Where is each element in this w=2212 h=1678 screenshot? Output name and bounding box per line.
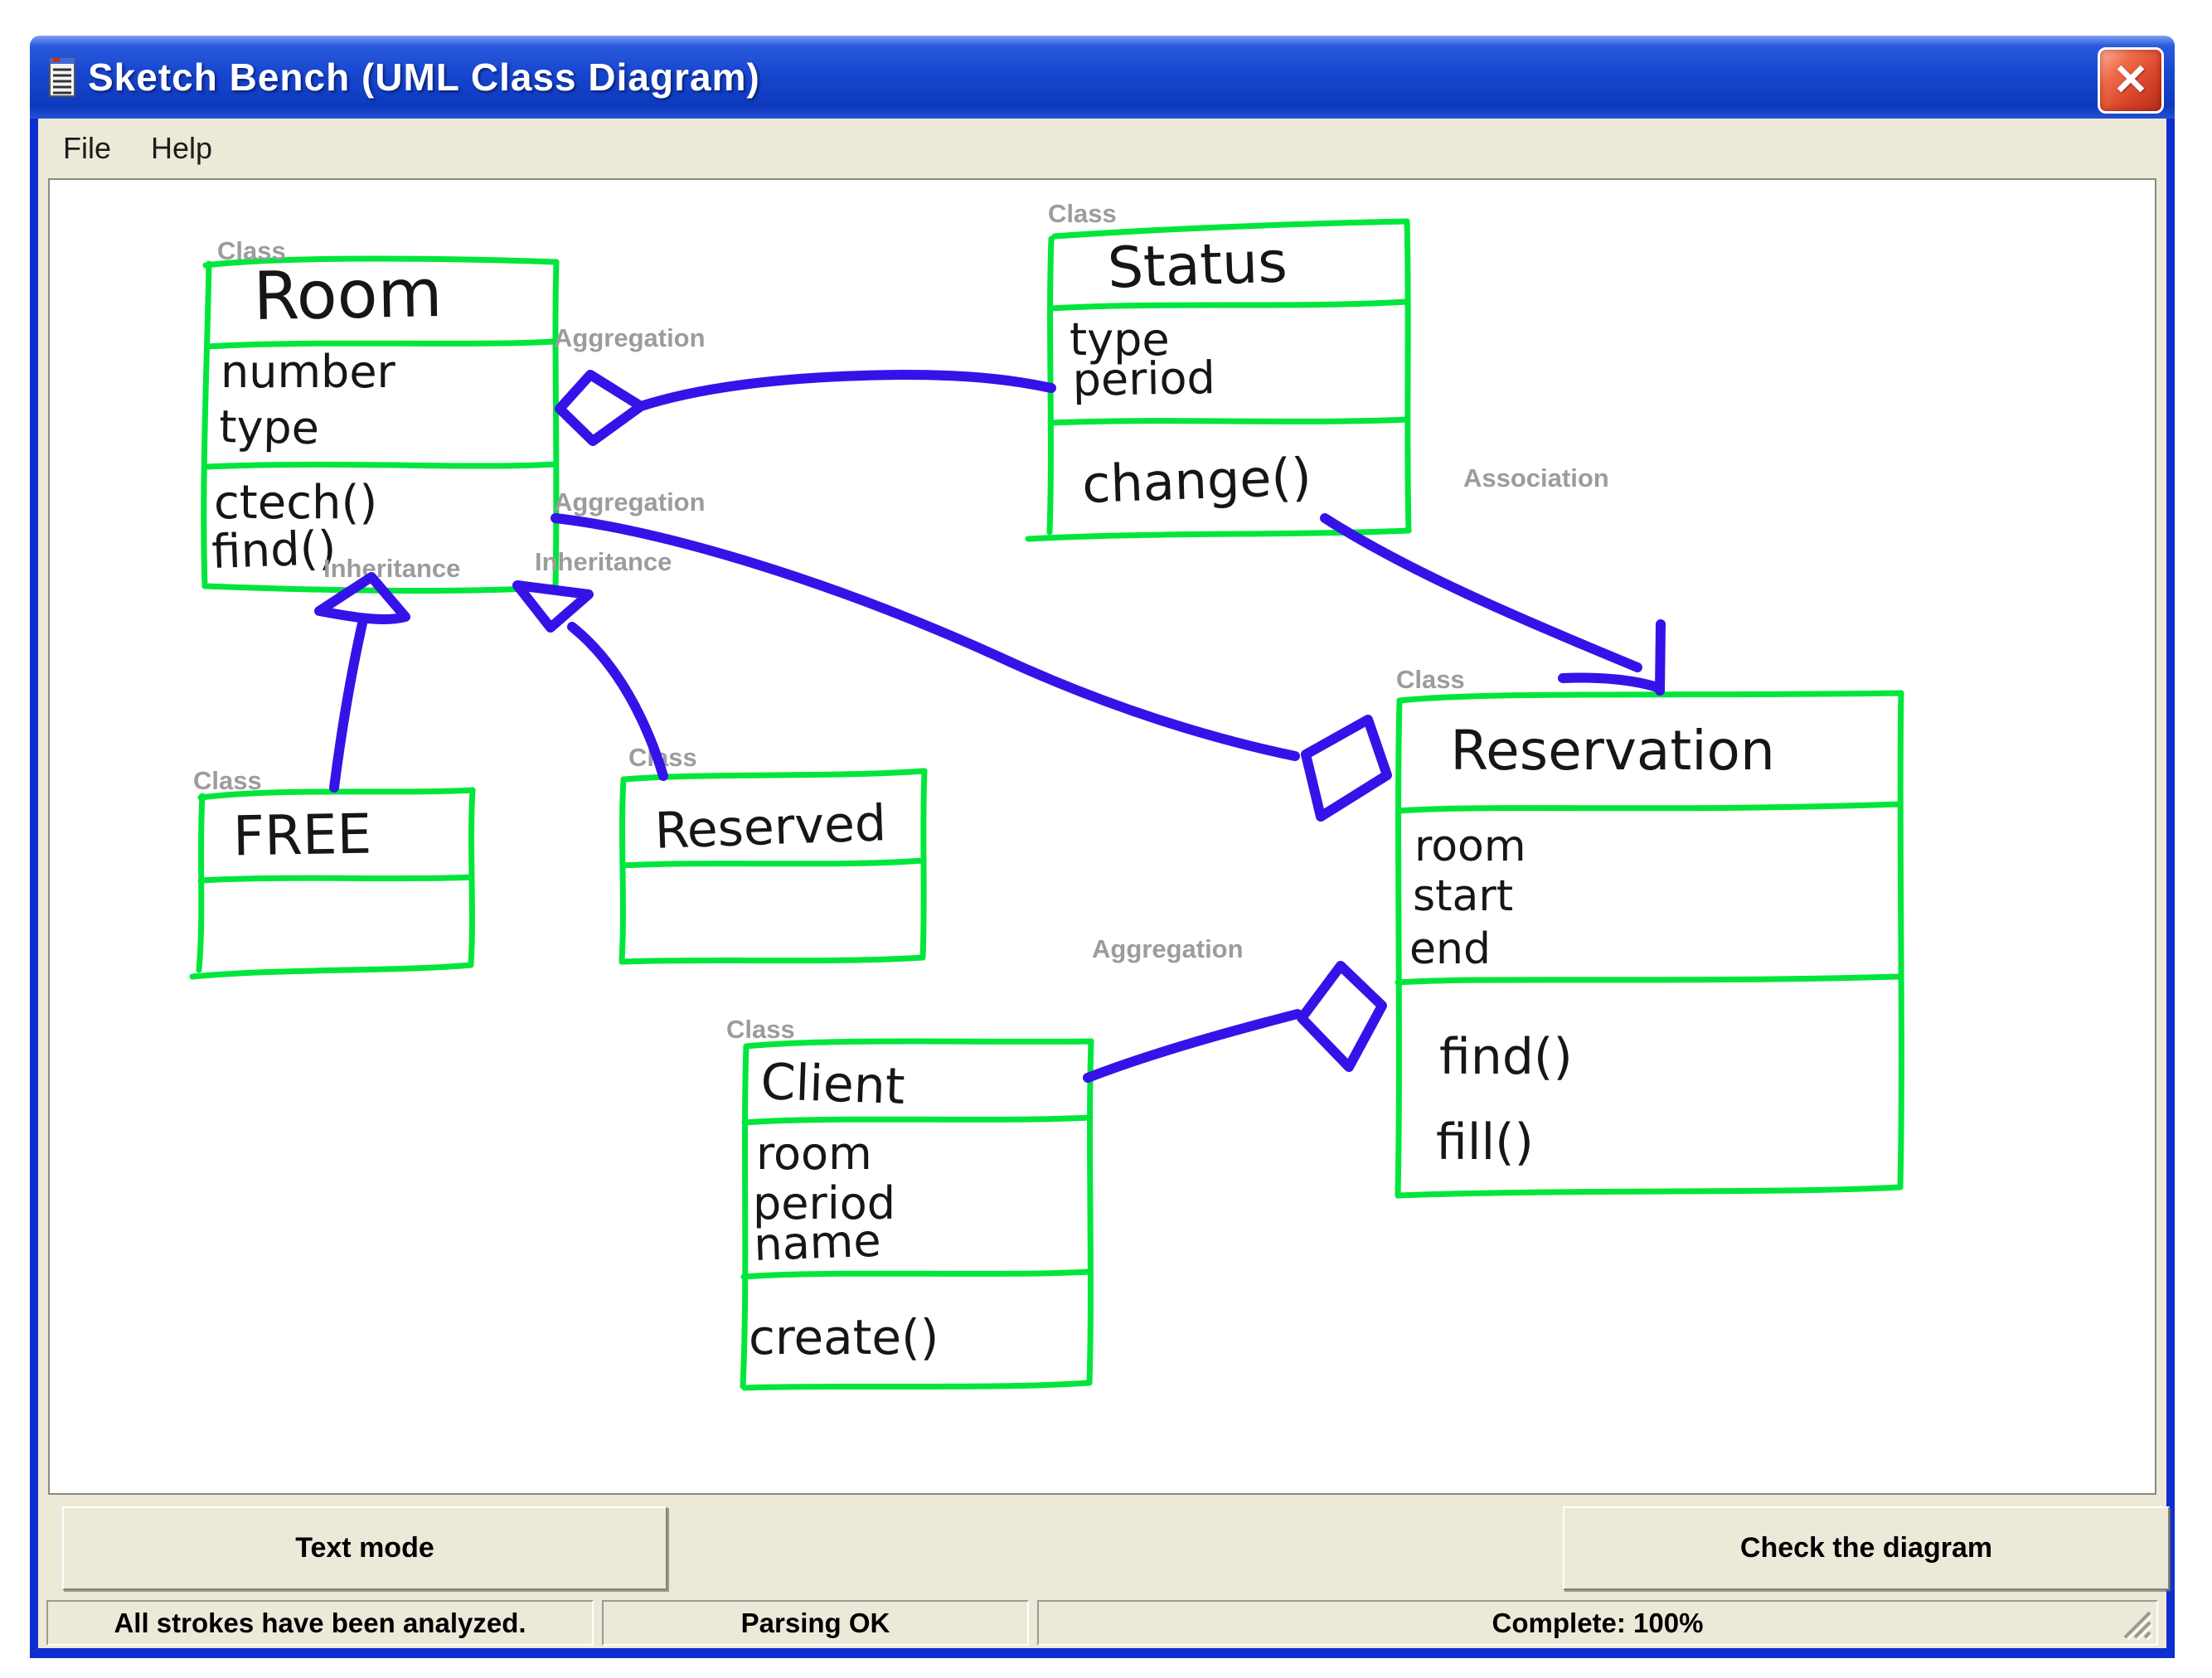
statusbar: All strokes have been analyzed. Parsing … bbox=[46, 1600, 2158, 1646]
close-icon: ✕ bbox=[2113, 56, 2149, 104]
titlebar[interactable]: Sketch Bench (UML Class Diagram) ✕ bbox=[30, 36, 2175, 119]
check-diagram-button[interactable]: Check the diagram bbox=[1563, 1506, 2170, 1590]
status-complete-text: Complete: 100% bbox=[1492, 1607, 1704, 1638]
notepad-icon bbox=[49, 57, 75, 97]
text-mode-button[interactable]: Text mode bbox=[62, 1506, 667, 1590]
status-complete: Complete: 100% bbox=[1037, 1600, 2158, 1646]
sketch-canvas[interactable] bbox=[48, 178, 2156, 1495]
app-window: Sketch Bench (UML Class Diagram) ✕ File … bbox=[30, 36, 2175, 1658]
resize-grip-icon[interactable] bbox=[2117, 1604, 2155, 1642]
menubar: File Help bbox=[38, 119, 2166, 178]
menu-item-help[interactable]: Help bbox=[151, 131, 213, 165]
close-button[interactable]: ✕ bbox=[2098, 47, 2164, 114]
menu-item-file[interactable]: File bbox=[63, 131, 112, 165]
window-title: Sketch Bench (UML Class Diagram) bbox=[88, 56, 760, 99]
status-parsing: Parsing OK bbox=[602, 1600, 1029, 1646]
status-analyzed: All strokes have been analyzed. bbox=[46, 1600, 594, 1646]
